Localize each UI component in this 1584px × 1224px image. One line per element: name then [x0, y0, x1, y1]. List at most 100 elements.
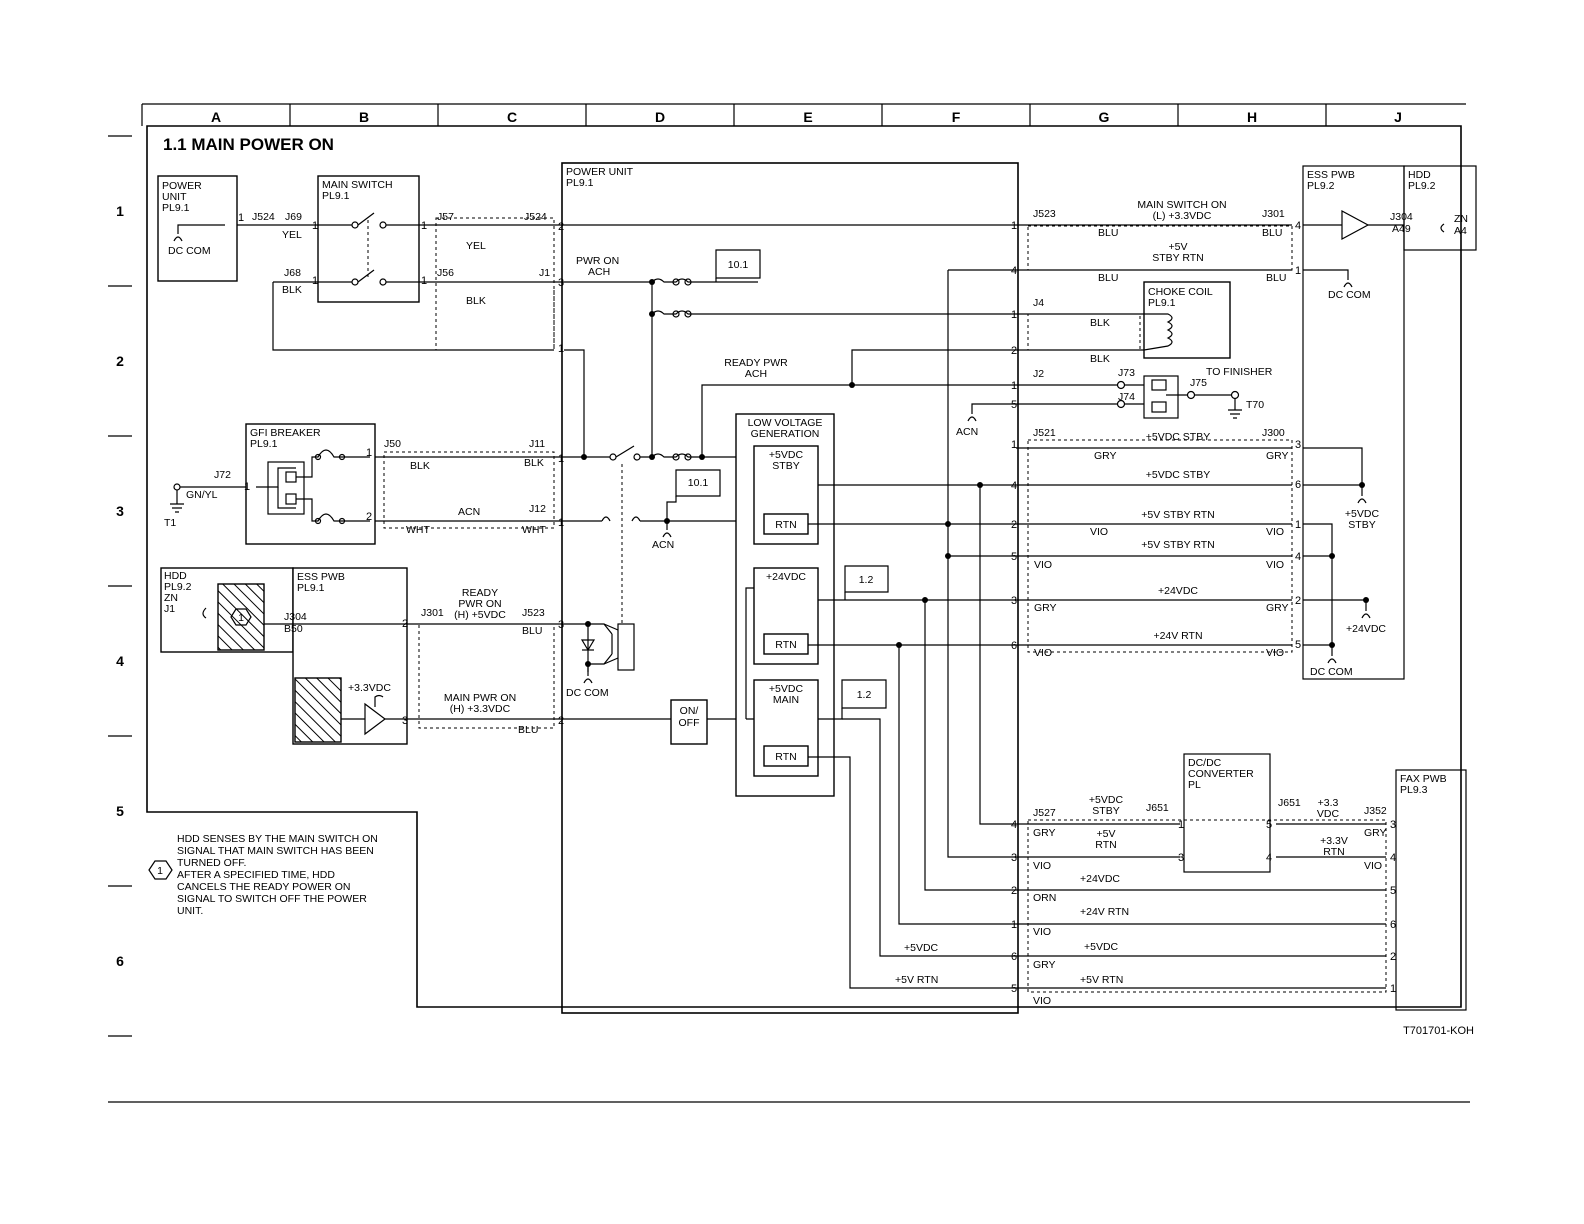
svg-text:BLK: BLK	[1090, 317, 1110, 329]
svg-text:STBY: STBY	[1092, 805, 1119, 817]
svg-text:POWER UNIT: POWER UNIT	[566, 166, 634, 178]
note-line: HDD SENSES BY THE MAIN SWITCH ON	[177, 833, 378, 845]
svg-text:+5V RTN: +5V RTN	[1080, 974, 1123, 986]
svg-text:ZN: ZN	[1454, 213, 1468, 225]
column-label: H	[1247, 109, 1257, 125]
svg-text:J73: J73	[1118, 367, 1135, 379]
svg-text:5: 5	[1266, 819, 1272, 831]
svg-text:J304: J304	[1390, 211, 1413, 223]
svg-text:GFI BREAKER: GFI BREAKER	[250, 427, 321, 439]
svg-text:PL9.2: PL9.2	[164, 581, 192, 593]
svg-text:J301: J301	[1262, 208, 1285, 220]
svg-text:1: 1	[1011, 380, 1017, 392]
svg-text:J56: J56	[437, 267, 454, 279]
svg-text:+5VDC: +5VDC	[1089, 794, 1124, 806]
svg-text:+3.3V: +3.3V	[1320, 835, 1348, 847]
svg-text:+24VDC: +24VDC	[1346, 623, 1386, 635]
svg-text:ZN: ZN	[164, 592, 178, 604]
svg-text:CHOKE COIL: CHOKE COIL	[1148, 286, 1213, 298]
svg-text:4: 4	[1390, 852, 1396, 864]
svg-text:1: 1	[558, 517, 564, 529]
svg-text:VIO: VIO	[1090, 526, 1108, 538]
dc-com-label: DC COM	[168, 245, 211, 257]
svg-text:3: 3	[1011, 852, 1017, 864]
svg-text:J651: J651	[1146, 802, 1169, 814]
svg-text:BLU: BLU	[1098, 272, 1118, 284]
svg-text:UNIT: UNIT	[162, 191, 187, 203]
svg-text:1: 1	[238, 212, 244, 224]
column-label: F	[952, 109, 961, 125]
svg-text:J304: J304	[284, 611, 307, 623]
svg-text:GRY: GRY	[1364, 827, 1387, 839]
svg-text:PL9.1: PL9.1	[322, 190, 350, 202]
svg-text:+3.3VDC: +3.3VDC	[348, 682, 391, 694]
svg-text:BLK: BLK	[524, 457, 544, 469]
svg-text:+5VDC: +5VDC	[904, 942, 939, 954]
doc-code: T701701-KOH	[1403, 1025, 1474, 1037]
svg-text:3: 3	[402, 715, 408, 727]
note-line: CANCELS THE READY POWER ON	[177, 881, 350, 893]
svg-text:1: 1	[312, 220, 318, 232]
svg-text:+3.3: +3.3	[1318, 797, 1339, 809]
svg-text:3: 3	[1178, 852, 1184, 864]
power-unit: POWER UNIT PL9.1	[561, 162, 1019, 1014]
output-bus: +5VDC +5V RTN ACN	[808, 269, 1016, 989]
svg-text:PL9.1: PL9.1	[566, 177, 594, 189]
svg-text:J1: J1	[164, 603, 175, 615]
svg-text:3: 3	[558, 619, 564, 631]
svg-text:J523: J523	[522, 607, 545, 619]
svg-text:J352: J352	[1364, 805, 1387, 817]
svg-text:4: 4	[1011, 819, 1017, 831]
svg-text:J69: J69	[285, 211, 302, 223]
diagram-title: 1.1 MAIN POWER ON	[163, 135, 334, 154]
svg-text:1: 1	[421, 220, 427, 232]
svg-text:1: 1	[1178, 819, 1184, 831]
dcdc-fax: J527 +5VDC STBY J651 GRY +5V RTN VIO DC/…	[1016, 753, 1467, 1011]
svg-text:PL9.2: PL9.2	[1307, 180, 1335, 192]
svg-text:4: 4	[1295, 551, 1301, 563]
svg-text:BLK: BLK	[410, 460, 430, 472]
svg-text:J4: J4	[1033, 297, 1044, 309]
column-label: D	[655, 109, 665, 125]
column-labels: A B C D E F G H J	[211, 109, 1402, 125]
svg-text:J68: J68	[284, 267, 301, 279]
svg-text:PL9.1: PL9.1	[250, 438, 278, 450]
svg-text:4: 4	[1011, 480, 1017, 492]
wire-labels-left: J524 J69 YEL J68 BLK J57 J524 YEL J56 J1…	[252, 211, 564, 736]
svg-text:J11: J11	[529, 438, 545, 450]
svg-text:+5VDC: +5VDC	[1084, 941, 1119, 953]
svg-text:2: 2	[1011, 345, 1017, 357]
svg-text:RTN: RTN	[775, 751, 796, 763]
svg-text:T70: T70	[1246, 399, 1264, 411]
svg-text:10.1: 10.1	[728, 259, 749, 271]
svg-text:PWR ON: PWR ON	[458, 598, 501, 610]
svg-text:RTN: RTN	[775, 519, 796, 531]
svg-text:J523: J523	[1033, 208, 1056, 220]
svg-text:J301: J301	[421, 607, 444, 619]
svg-text:3: 3	[1295, 439, 1301, 451]
svg-text:YEL: YEL	[466, 240, 486, 252]
svg-text:DC/DC: DC/DC	[1188, 757, 1222, 769]
note-line: SIGNAL TO SWITCH OFF THE POWER	[177, 893, 367, 905]
svg-text:PL9.2: PL9.2	[1408, 180, 1436, 192]
column-label: E	[803, 109, 812, 125]
svg-text:GRY: GRY	[1094, 450, 1117, 462]
svg-text:1: 1	[1011, 439, 1017, 451]
column-label: A	[211, 109, 221, 125]
svg-text:+5VDC STBY: +5VDC STBY	[1146, 431, 1210, 443]
svg-text:TO FINISHER: TO FINISHER	[1206, 366, 1273, 378]
svg-text:WHT: WHT	[522, 524, 546, 536]
svg-text:BLK: BLK	[1090, 353, 1110, 365]
svg-text:VIO: VIO	[1034, 559, 1052, 571]
row-label: 6	[116, 953, 124, 969]
svg-text:J72: J72	[214, 469, 231, 481]
svg-text:MAIN SWITCH ON: MAIN SWITCH ON	[1137, 199, 1226, 211]
svg-text:ON/: ON/	[680, 705, 699, 717]
svg-text:ORN: ORN	[1033, 892, 1056, 904]
svg-text:CONVERTER: CONVERTER	[1188, 768, 1254, 780]
svg-text:PWR ON: PWR ON	[576, 255, 619, 267]
svg-text:+5VDC: +5VDC	[769, 683, 804, 695]
hdd-ess-left: HDD PL9.2 ZN J1 1 ESS PWB PL9.1 +3.3VDC …	[160, 567, 408, 745]
